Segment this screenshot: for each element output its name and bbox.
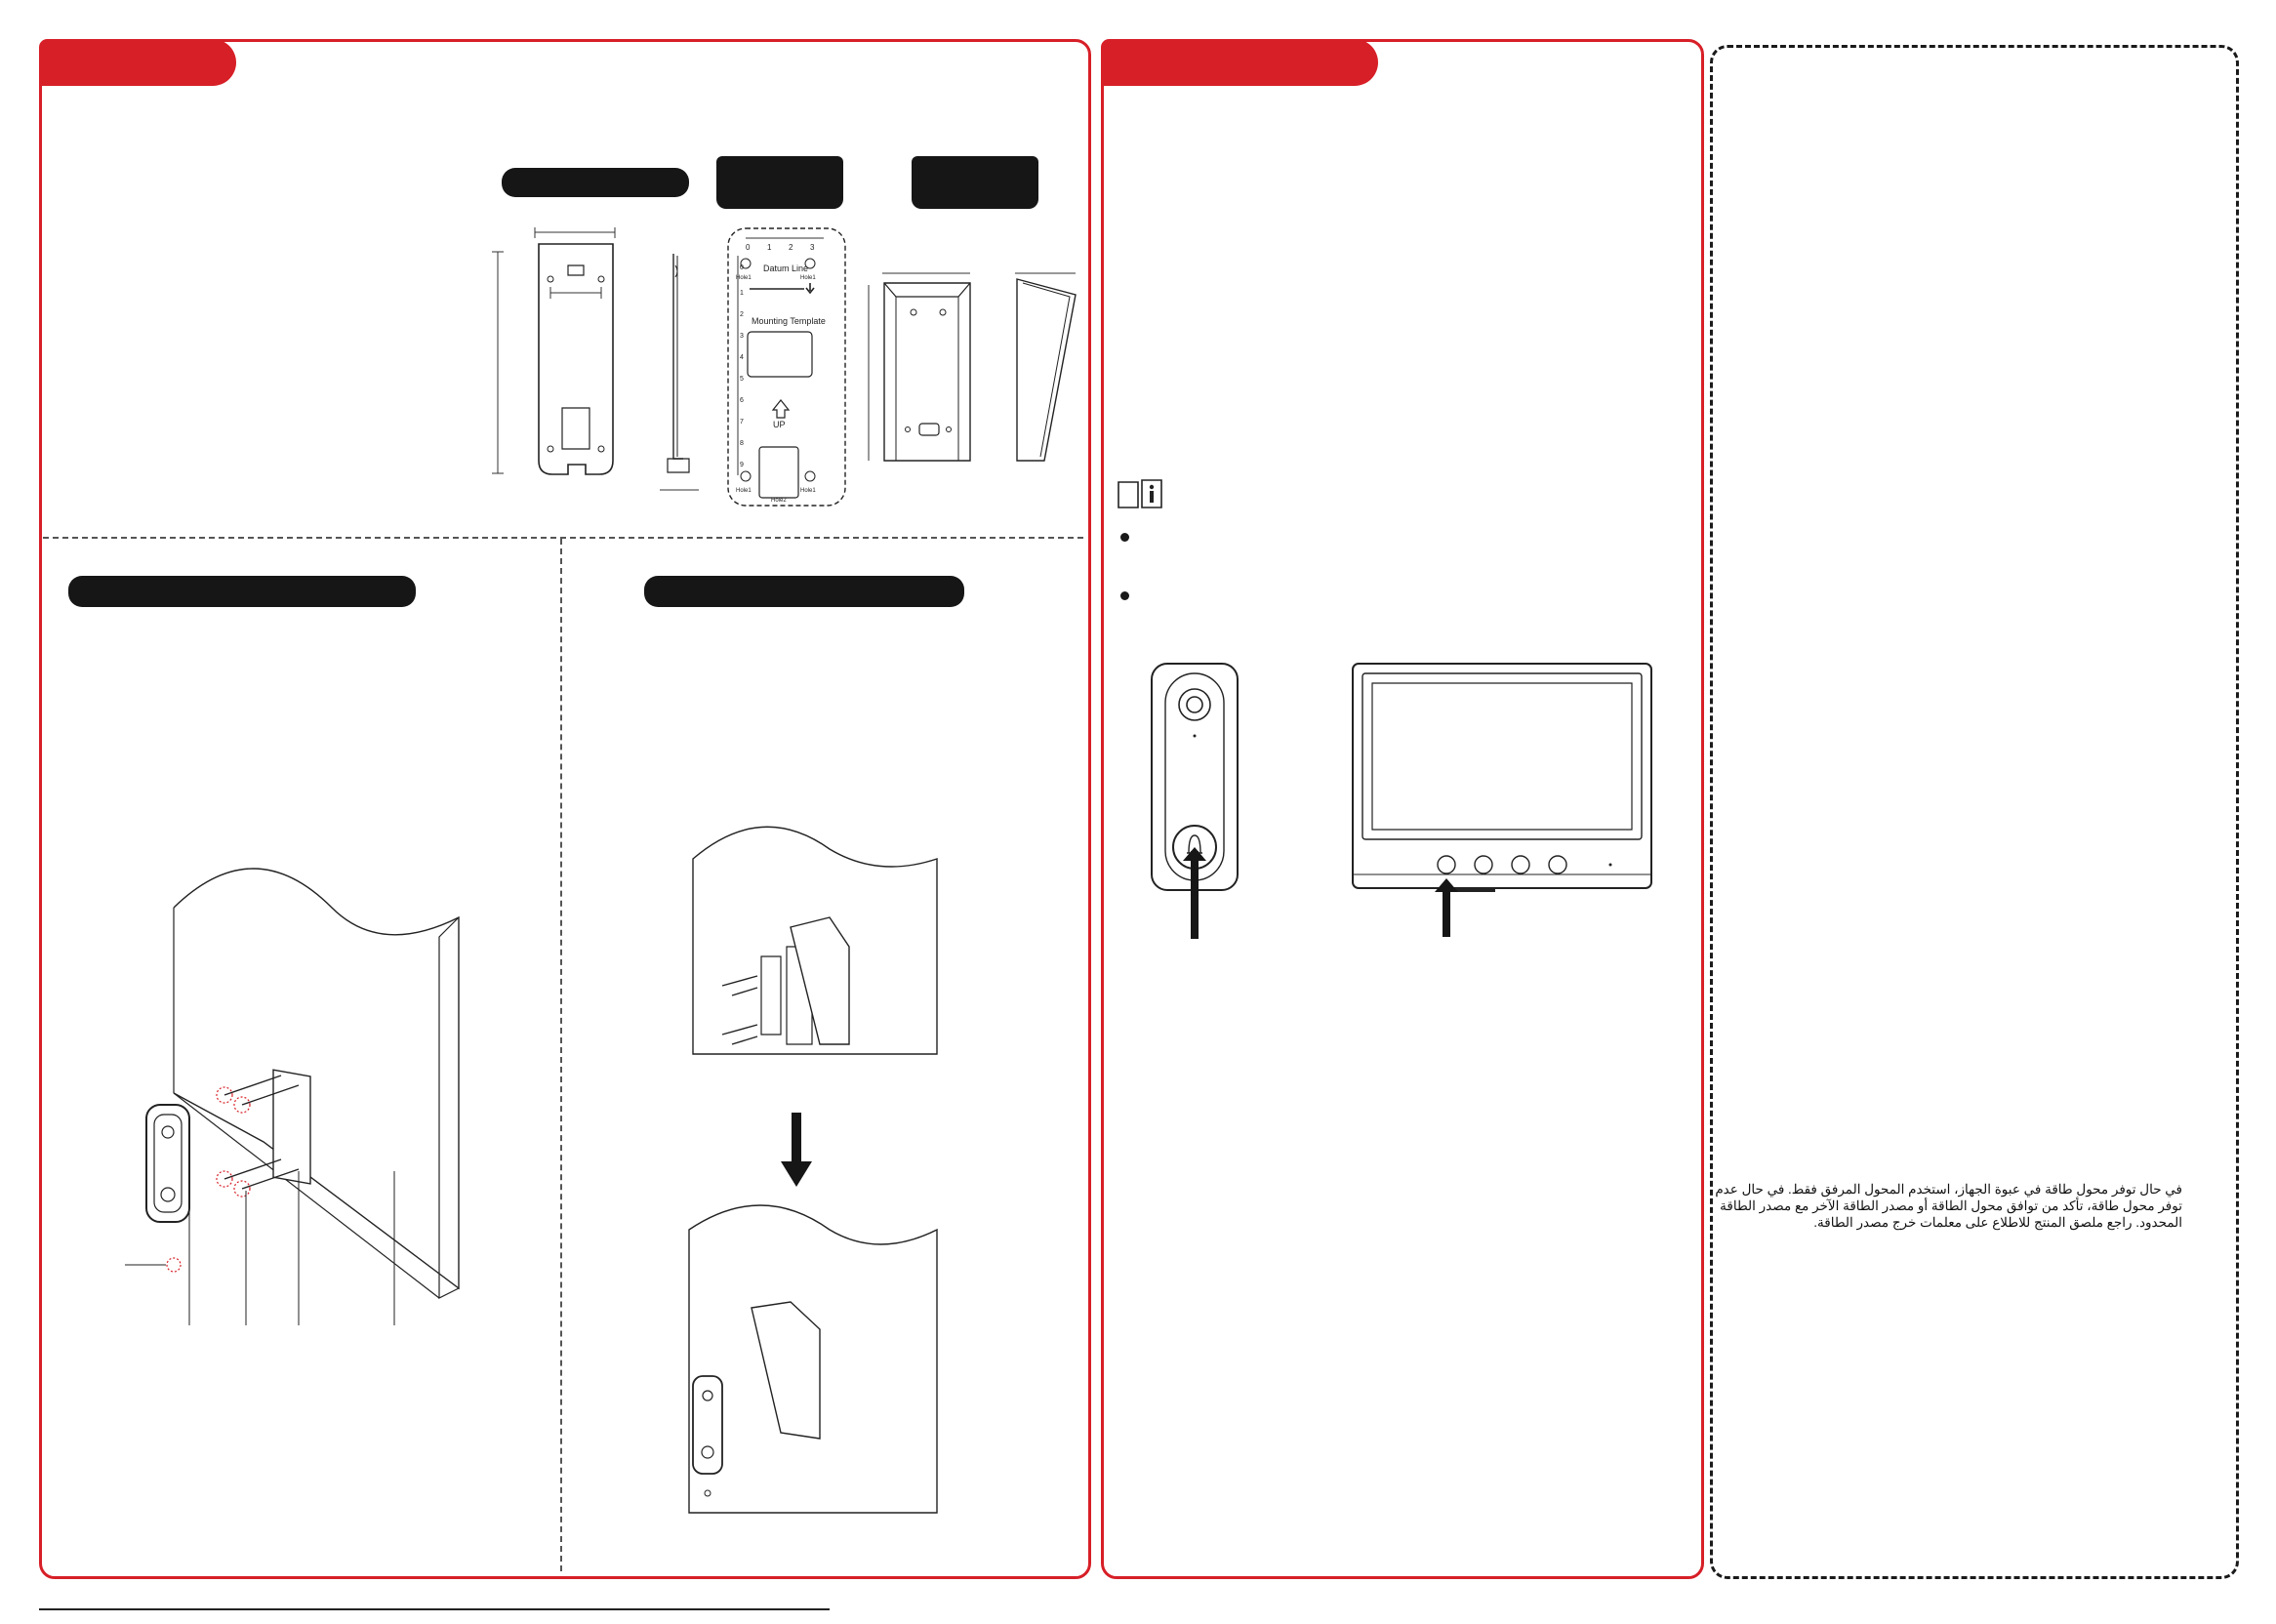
- step-mount-with-cover-pill: [644, 576, 964, 607]
- template-datum-line: Datum Line: [763, 264, 808, 273]
- power-adapter-note: في حال توفر محول طاقة في عبوة الجهاز، اس…: [1715, 1182, 2182, 1230]
- notes-panel: [1710, 45, 2239, 1579]
- rain-cover-label-pill: [912, 156, 1038, 209]
- door-station-drawing: [1148, 660, 1241, 939]
- step-mount-without-cover-pill: [68, 576, 416, 607]
- note-bullet-2: [1120, 591, 1129, 600]
- template-title: Mounting Template: [752, 316, 826, 326]
- info-book-icon: [1117, 478, 1163, 509]
- installation-header-tab: [39, 39, 236, 86]
- template-tick-top-0: 0: [746, 243, 751, 252]
- backplate-side-drawing: [650, 244, 709, 498]
- template-tick-side-5: 5: [740, 376, 744, 383]
- template-tick-top-3: 3: [810, 243, 815, 252]
- template-tick-side-8: 8: [740, 440, 744, 447]
- template-hole1-bottom-left: Hole1: [736, 488, 752, 494]
- template-hole1-left: Hole1: [736, 275, 752, 281]
- template-tick-side-7: 7: [740, 419, 744, 426]
- template-tick-top-1: 1: [767, 243, 772, 252]
- operation-header-tab: [1101, 39, 1378, 86]
- template-tick-side-2: 2: [740, 311, 744, 318]
- template-hole1-right: Hole1: [800, 275, 816, 281]
- installation-horizontal-divider: [43, 537, 1083, 539]
- backplate-label-pill: [502, 168, 689, 197]
- template-hole2-bottom: Hole2: [771, 498, 787, 504]
- wall-mount-rain-cover-top: [683, 820, 976, 1074]
- note-bullet-1: [1120, 533, 1129, 542]
- rain-cover-front-drawing: [863, 265, 980, 472]
- template-tick-side-6: 6: [740, 397, 744, 404]
- template-tick-side-1: 1: [740, 290, 744, 297]
- template-tick-side-4: 4: [740, 354, 744, 361]
- installation-panel: [39, 39, 1091, 1579]
- indoor-monitor-drawing: [1351, 662, 1653, 937]
- template-up-label: UP: [773, 420, 786, 429]
- template-tick-side-3: 3: [740, 333, 744, 340]
- down-arrow-icon: [781, 1113, 812, 1187]
- template-tick-side-9: 9: [740, 462, 744, 468]
- rain-cover-side-drawing: [1005, 265, 1093, 472]
- installation-vertical-divider: [560, 539, 562, 1571]
- template-tick-side-0: 0: [740, 264, 744, 271]
- template-hole1-bottom-right: Hole1: [800, 488, 816, 494]
- wall-mount-rain-cover-bottom: [683, 1200, 976, 1522]
- template-tick-top-2: 2: [789, 243, 793, 252]
- backplate-front-drawing: [488, 224, 634, 488]
- footer-rule: [39, 1608, 830, 1610]
- template-label-pill: [716, 156, 843, 209]
- wall-mount-diagram: [117, 849, 508, 1337]
- mounting-template-drawing: 0 1 2 3 0 1 2 3 4 5 6 7 8 9 Hole1 Hole1 …: [726, 226, 849, 509]
